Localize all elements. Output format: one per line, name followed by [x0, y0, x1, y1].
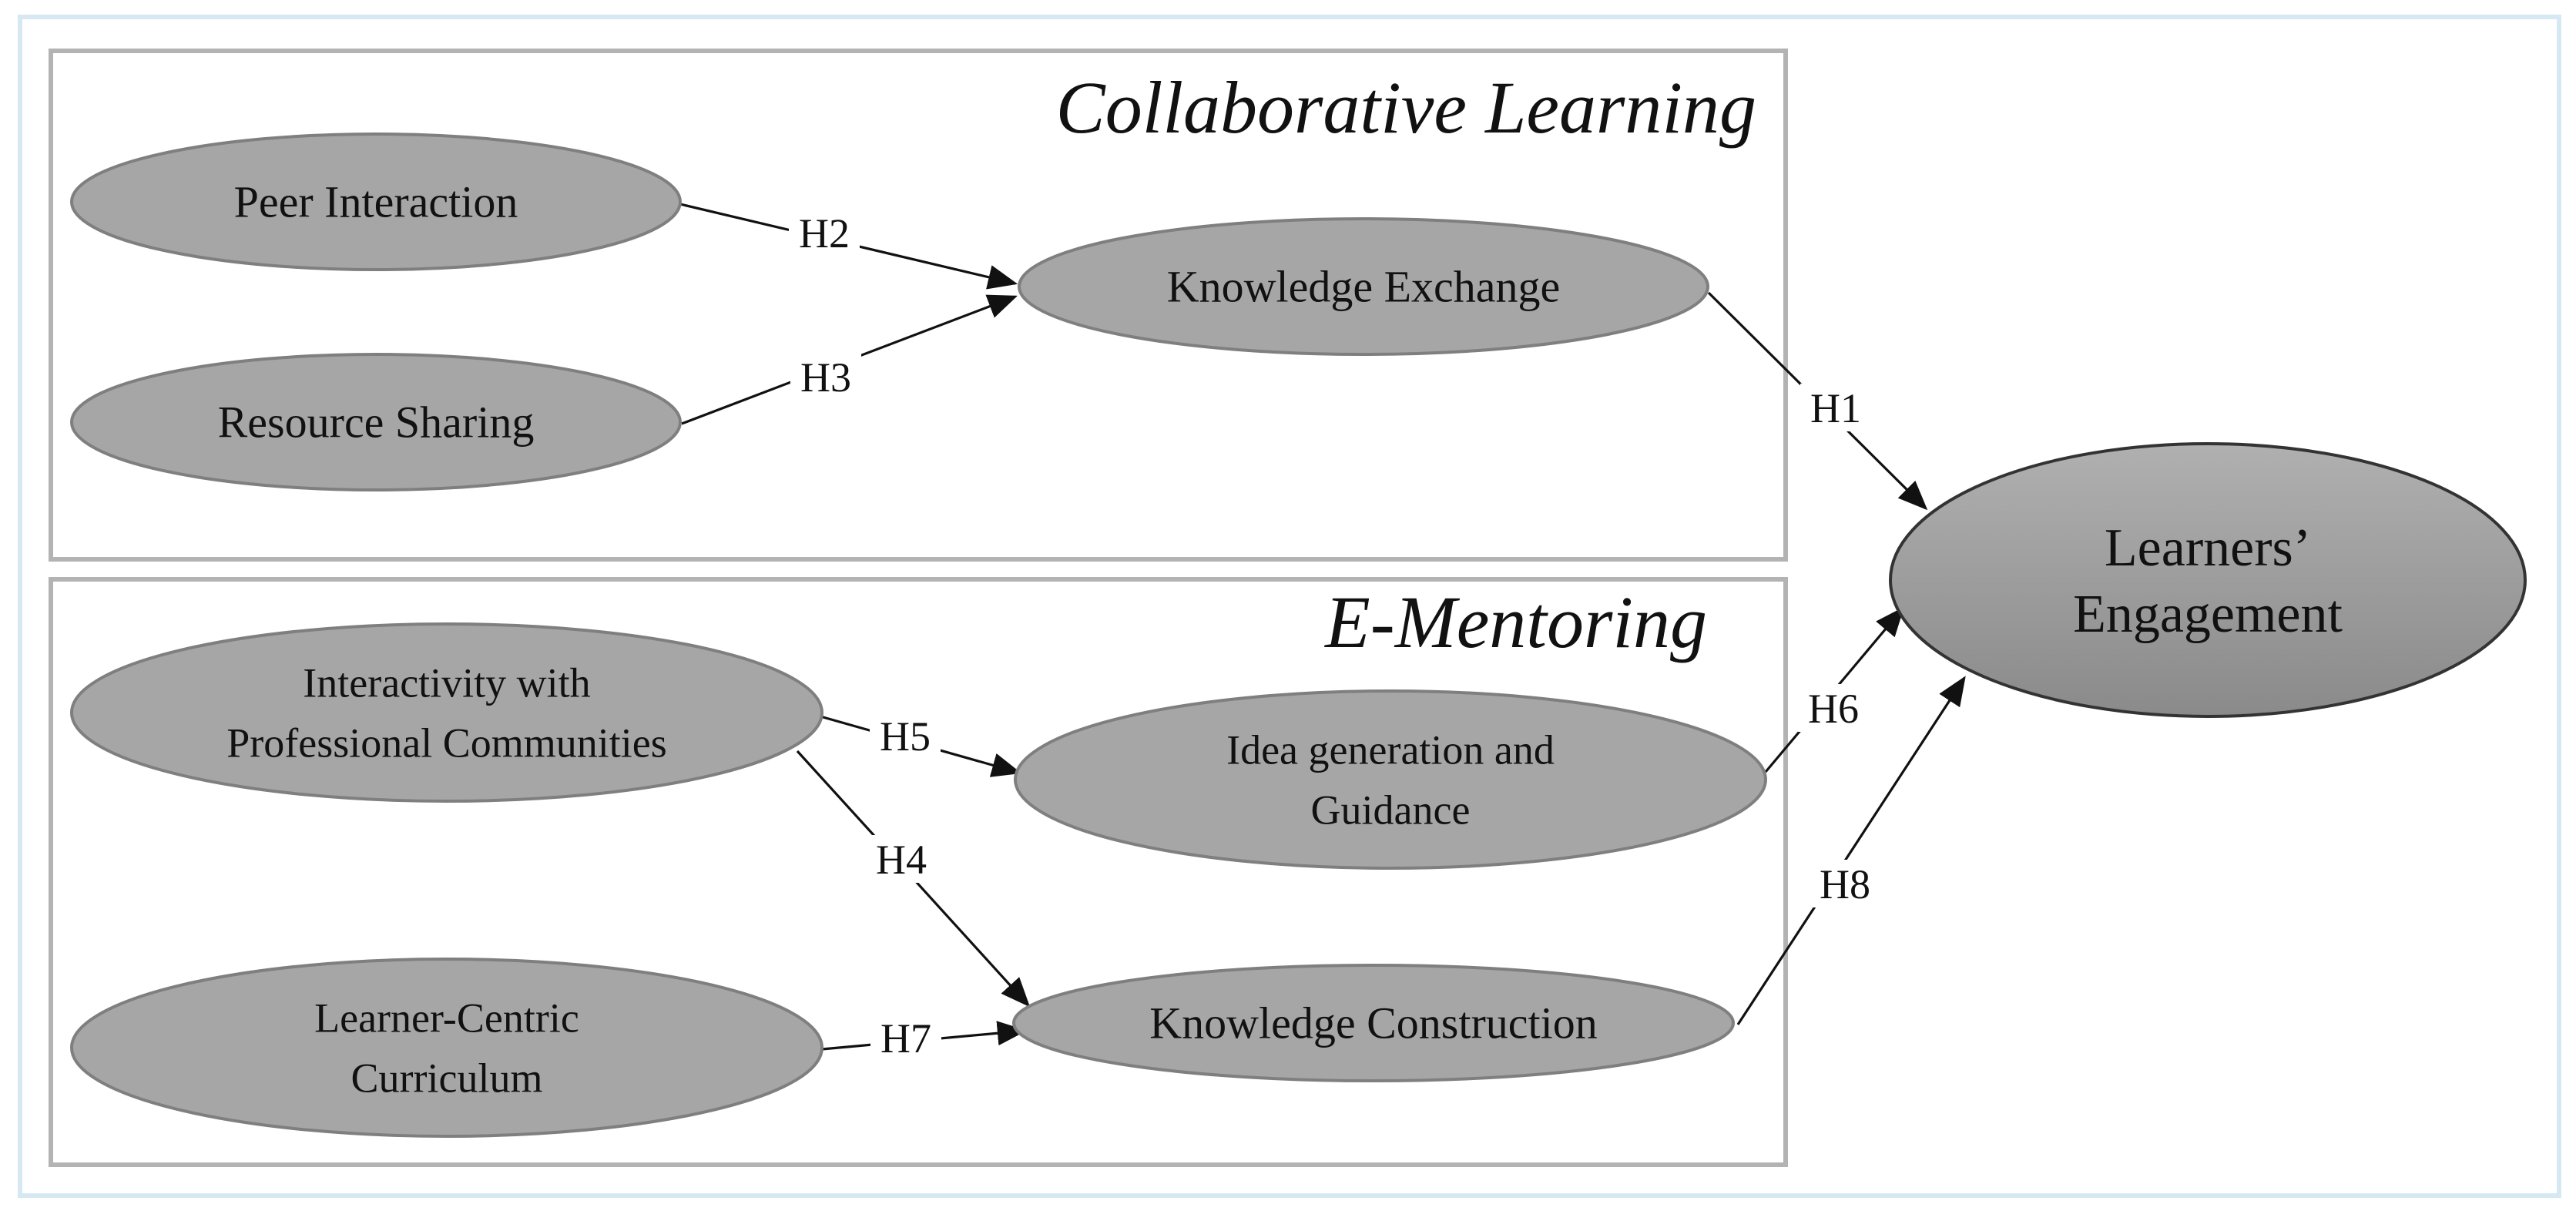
edge-label-h3-group: H3: [790, 353, 861, 401]
edge-label-h6: H6: [1808, 686, 1859, 732]
node-label-knowex: Knowledge Exchange: [1167, 262, 1561, 312]
edge-label-h6-group: H6: [1798, 684, 1869, 732]
outer-frame: [18, 15, 2561, 1198]
edge-label-h7: H7: [880, 1015, 931, 1062]
edge-label-h4: H4: [876, 837, 927, 883]
node-label-idea-line2: Guidance: [1311, 787, 1471, 833]
node-resource: Resource Sharing: [70, 353, 682, 491]
node-shape-knowex: [1018, 217, 1709, 356]
node-label-engage-line2: Engagement: [2073, 585, 2343, 644]
edge-label-h4-group: H4: [866, 835, 937, 883]
node-shape-idea: [1014, 689, 1767, 870]
node-shape-kconstr: [1012, 964, 1735, 1082]
edge-label-bg: [866, 835, 937, 883]
edge-label-h1: H1: [1810, 385, 1861, 431]
node-label-kconstr: Knowledge Construction: [1149, 998, 1598, 1048]
node-label-interact-line1: Interactivity with: [303, 659, 590, 706]
edge-label-h3: H3: [800, 354, 851, 401]
group-collab: Collaborative Learning: [49, 49, 1788, 562]
node-shape-peer: [70, 132, 682, 271]
edge-label-h5-group: H5: [870, 712, 941, 760]
edge-label-bg: [790, 353, 861, 401]
edge-label-bg: [1800, 384, 1871, 431]
node-shape-learner: [70, 958, 823, 1138]
node-label-resource: Resource Sharing: [218, 397, 535, 448]
edge-label-h7-group: H7: [870, 1014, 941, 1062]
edge-h8-arrow: [1736, 676, 1966, 1025]
edge-label-h1-group: H1: [1800, 384, 1871, 431]
group-title-ementor: E-Mentoring: [1323, 581, 1707, 663]
node-label-idea-line1: Idea generation and: [1226, 726, 1555, 773]
edge-label-bg: [1810, 860, 1880, 907]
node-label-interact-line2: Professional Communities: [226, 720, 666, 766]
edge-label-bg: [789, 209, 860, 257]
group-box-collab: [49, 49, 1788, 562]
edge-label-bg: [870, 712, 941, 760]
node-kconstr: Knowledge Construction: [1012, 964, 1735, 1082]
node-label-engage-line1: Learners’: [2105, 518, 2311, 578]
edge-label-h8-group: H8: [1810, 860, 1880, 907]
node-shape-resource: [70, 353, 682, 491]
edge-label-h8: H8: [1820, 861, 1870, 907]
edge-label-bg: [1798, 684, 1869, 732]
group-box-ementor: [49, 577, 1788, 1167]
edge-label-h2: H2: [799, 210, 850, 257]
edge-label-h5: H5: [880, 713, 931, 760]
node-shape-interact: [70, 622, 823, 803]
node-peer: Peer Interaction: [70, 132, 682, 271]
node-shape-engage: [1889, 442, 2527, 718]
edge-label-bg: [870, 1014, 941, 1062]
node-label-learner-line1: Learner-Centric: [314, 995, 579, 1041]
node-label-learner-line2: Curriculum: [351, 1055, 543, 1101]
node-knowex: Knowledge Exchange: [1018, 217, 1709, 356]
group-ementor: E-Mentoring: [49, 577, 1788, 1167]
node-label-peer: Peer Interaction: [234, 177, 518, 227]
edge-label-h2-group: H2: [789, 209, 860, 257]
group-title-collab: Collaborative Learning: [1056, 66, 1756, 149]
node-engage: Learners’ Engagement: [1889, 442, 2527, 718]
